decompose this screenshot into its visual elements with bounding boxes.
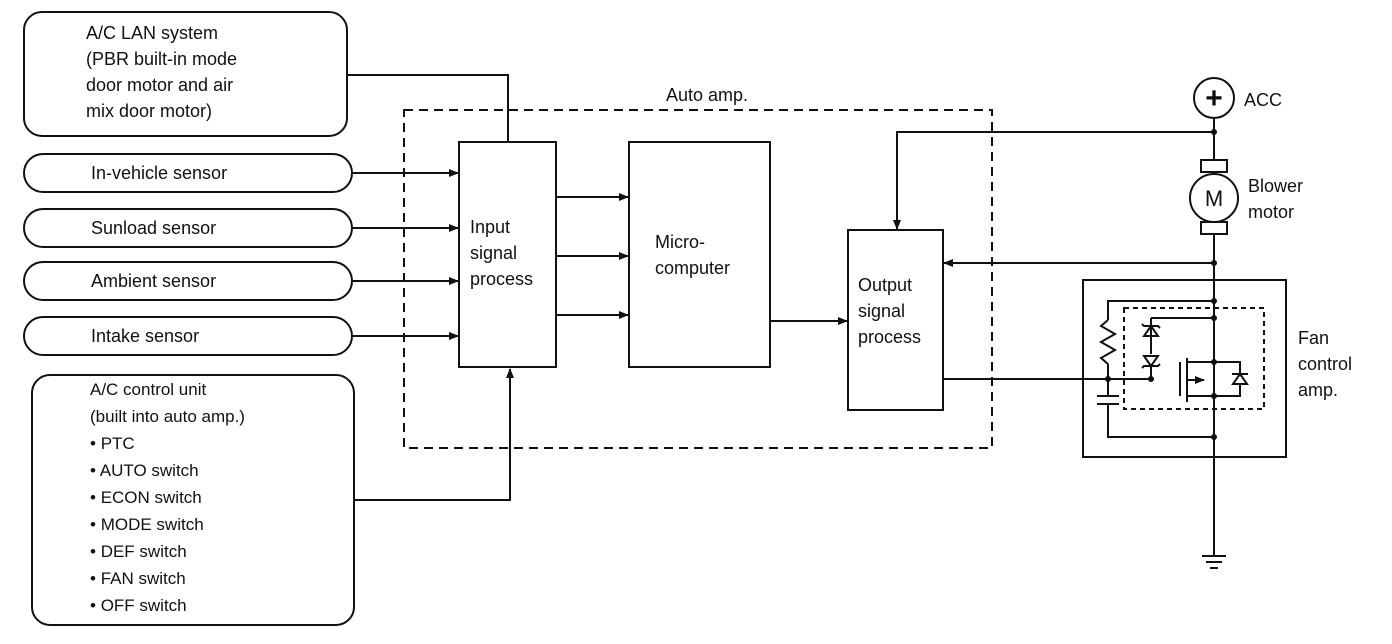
output-signal-label: Output signal process: [858, 275, 922, 347]
list-item: • DEF switch: [90, 542, 187, 561]
control-unit-arrow: [354, 368, 514, 501]
lan-connection: [347, 74, 509, 142]
junction-dot: [1148, 376, 1154, 382]
motor-upper-terminal: [1200, 159, 1228, 173]
junction-dot: [1211, 298, 1217, 304]
fan-control-amp-box: [1082, 279, 1287, 458]
rc-bottom-line: [1107, 404, 1214, 438]
junction-dot: [1105, 376, 1111, 382]
list-item: • PTC: [90, 434, 135, 453]
acc-feedback-line: [893, 131, 1214, 230]
sunload-sensor-label: Sunload sensor: [91, 218, 217, 238]
resistor: [1098, 319, 1118, 365]
list-item: • FAN switch: [90, 569, 186, 588]
junction-dot: [1211, 434, 1217, 440]
zener-diode-bottom: [1142, 355, 1160, 368]
list-item: • AUTO switch: [90, 461, 199, 480]
ambient-sensor-label: Ambient sensor: [91, 271, 217, 291]
junction-dot: [1211, 129, 1217, 135]
output-signal-block: [847, 229, 944, 411]
rc-top-line: [1107, 300, 1214, 320]
fan-control-amp-label: Fan control amp.: [1298, 328, 1353, 400]
fan-amp-inner-box: [1123, 307, 1265, 410]
microcomputer-label: Micro- computer: [655, 232, 731, 278]
junction-dot: [1211, 359, 1217, 365]
list-item: • MODE switch: [90, 515, 204, 534]
auto-amp-label: Auto amp.: [666, 85, 749, 105]
junction-dot: [1211, 315, 1217, 321]
control-unit-label: A/C control unit (built into auto amp.) …: [90, 376, 245, 619]
microcomputer-block: [628, 141, 771, 368]
lan-system-label: A/C LAN system (PBR built-in mode door m…: [86, 23, 238, 121]
input-signal-label: Input signal process: [470, 217, 534, 289]
blower-motor-label: Blower motor: [1248, 176, 1304, 222]
junction-dot: [1211, 260, 1217, 266]
auto-amp-boundary: [403, 109, 993, 449]
body-diode: [1231, 372, 1249, 385]
junction-dot: [1211, 393, 1217, 399]
acc-plus-symbol: +: [1205, 82, 1223, 115]
motor-lower-terminal: [1200, 221, 1228, 235]
intake-sensor-label: Intake sensor: [91, 326, 200, 346]
acc-label: ACC: [1244, 90, 1283, 110]
motor-m-symbol: M: [1205, 186, 1223, 211]
in-vehicle-sensor-label: In-vehicle sensor: [91, 163, 228, 183]
list-item: • OFF switch: [90, 596, 187, 615]
list-item: • ECON switch: [90, 488, 202, 507]
